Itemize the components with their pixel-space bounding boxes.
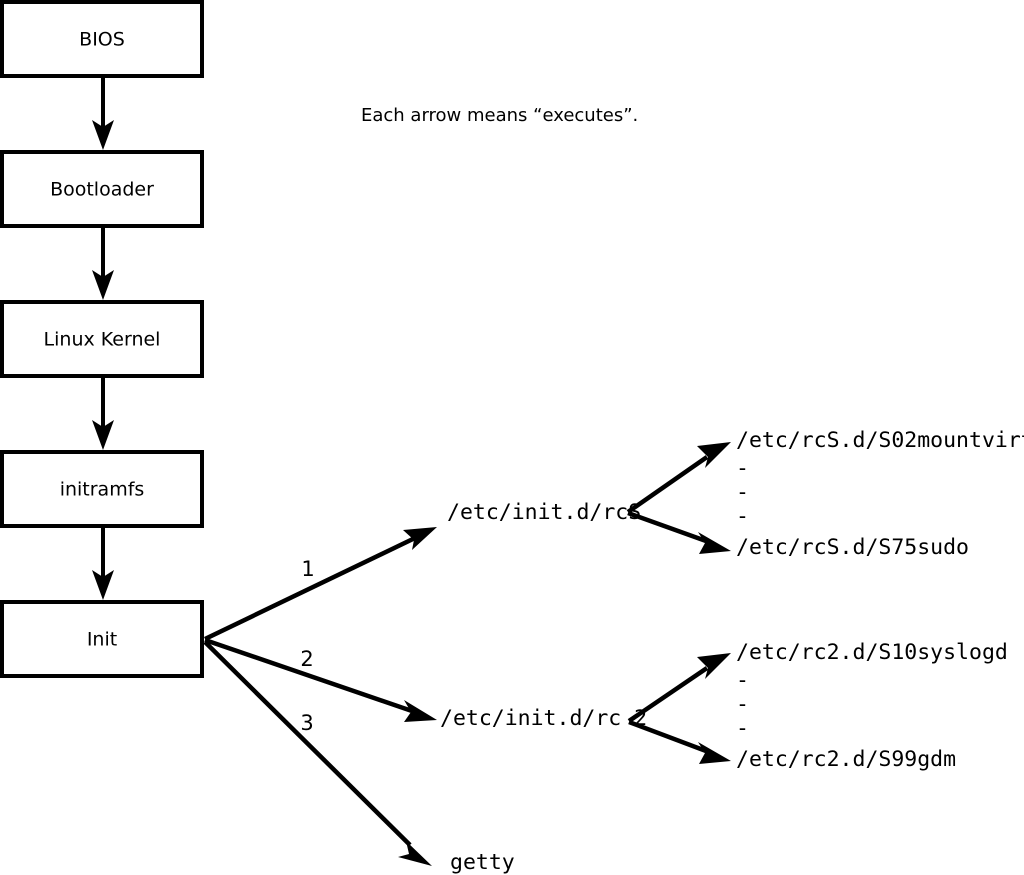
- target-label-rcs: /etc/init.d/rcS: [447, 500, 641, 525]
- arrow-init-to-getty: [203, 640, 432, 866]
- bios-label: BIOS: [79, 29, 125, 51]
- rc2-script-last: /etc/rc2.d/S99gdm: [736, 747, 956, 772]
- rc2-ellipsis-dash-1: -: [736, 668, 749, 693]
- target-label-getty: getty: [450, 850, 515, 875]
- rcs-ellipsis-dash-3: -: [736, 504, 749, 529]
- arrow-init-to-rc2: [204, 637, 437, 722]
- connector-line: [203, 640, 412, 847]
- arrow-bootloader-to-kernel: [92, 226, 114, 300]
- init-box: [0, 600, 204, 678]
- rc2-ellipsis-dash-2: -: [736, 692, 749, 717]
- legend-note: Each arrow means “executes”.: [361, 105, 638, 126]
- connector-line: [628, 719, 707, 754]
- connector-line: [204, 535, 416, 642]
- linux-kernel-box: [0, 300, 204, 378]
- branch-number-1: 1: [301, 557, 314, 581]
- arrow-head-icon: [398, 841, 432, 866]
- arrow-bios-to-bootloader: [92, 76, 114, 150]
- arrow-head-icon: [698, 532, 731, 554]
- arrow-head-icon: [404, 700, 437, 722]
- connector-line: [626, 455, 709, 514]
- arrow-head-icon: [92, 570, 114, 600]
- arrow-head-icon: [403, 527, 437, 550]
- arrow-head-icon: [698, 742, 731, 764]
- rcs-ellipsis-dash-1: -: [736, 456, 749, 481]
- node-init: Init: [0, 600, 204, 678]
- branch-number-2: 2: [300, 647, 313, 671]
- arrow-init-to-rcs: [204, 527, 437, 642]
- arrow-kernel-to-initramfs: [92, 376, 114, 450]
- rc2-ellipsis-dash-3: -: [736, 716, 749, 741]
- arrow-head-icon: [697, 653, 731, 679]
- arrow-head-icon: [697, 442, 731, 468]
- arrow-head-icon: [92, 120, 114, 150]
- arrow-rc2-to-first-script: [627, 653, 731, 723]
- rcs-script-last: /etc/rcS.d/S75sudo: [736, 535, 969, 560]
- rcs-script-first: /etc/rcS.d/S02mountvirtfs: [736, 428, 1024, 453]
- init-label: Init: [87, 629, 117, 651]
- arrow-rcs-to-last-script: [627, 510, 731, 554]
- bios-box: [0, 0, 204, 78]
- node-bootloader: Bootloader: [0, 150, 204, 228]
- rcs-ellipsis-dash-2: -: [736, 480, 749, 505]
- linux-kernel-label: Linux Kernel: [44, 329, 161, 351]
- connector-line: [627, 510, 707, 544]
- arrow-rc2-to-last-script: [628, 719, 731, 764]
- bootloader-label: Bootloader: [50, 179, 154, 201]
- initramfs-label: initramfs: [60, 479, 145, 501]
- connector-line: [627, 666, 709, 723]
- node-initramfs: initramfs: [0, 450, 204, 528]
- rc2-script-first: /etc/rc2.d/S10syslogd: [736, 640, 1008, 665]
- branch-number-3: 3: [300, 711, 313, 735]
- arrow-rcs-to-first-script: [626, 442, 731, 514]
- target-label-rc2: /etc/init.d/rc 2: [440, 706, 647, 731]
- node-bios: BIOS: [0, 0, 204, 78]
- bootloader-box: [0, 150, 204, 228]
- connector-line: [204, 637, 413, 714]
- arrow-initramfs-to-init: [92, 526, 114, 600]
- node-linux-kernel: Linux Kernel: [0, 300, 204, 378]
- arrow-head-icon: [92, 270, 114, 300]
- arrow-head-icon: [92, 420, 114, 450]
